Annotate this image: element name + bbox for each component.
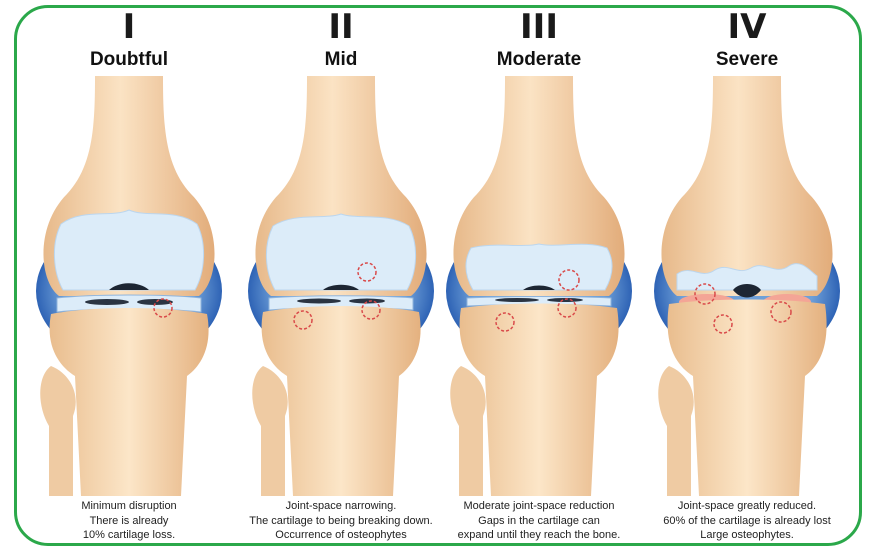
description-line: Large osteophytes. bbox=[641, 528, 853, 543]
stage-numeral: IV bbox=[641, 10, 853, 44]
fibula bbox=[450, 366, 486, 496]
femur bbox=[661, 76, 832, 296]
knee-joint-illustration bbox=[641, 76, 853, 496]
description-line: There is already bbox=[23, 514, 235, 529]
fibula bbox=[252, 366, 288, 496]
stage-description: Joint-space narrowing. The cartilage to … bbox=[235, 499, 447, 543]
stage-numeral: III bbox=[433, 10, 645, 44]
description-line: The cartilage to being breaking down. bbox=[235, 514, 447, 529]
description-line: expand until they reach the bone. bbox=[433, 528, 645, 543]
knee-joint-illustration bbox=[433, 76, 645, 496]
stage-2-panel: II Mid Joint-space narrowing. The cartil… bbox=[235, 8, 447, 546]
stage-title: Moderate bbox=[433, 49, 645, 71]
stage-description: Moderate joint-space reduction Gaps in t… bbox=[433, 499, 645, 543]
knee-joint-illustration bbox=[23, 76, 235, 496]
fibula bbox=[658, 366, 694, 496]
stage-description: Minimum disruption There is already 10% … bbox=[23, 499, 235, 543]
stage-title: Severe bbox=[641, 49, 853, 71]
stage-numeral: II bbox=[235, 10, 447, 44]
joint-space-gap bbox=[85, 299, 129, 305]
femoral-cartilage bbox=[266, 214, 415, 290]
description-line: Joint-space greatly reduced. bbox=[641, 499, 853, 514]
description-line: Moderate joint-space reduction bbox=[433, 499, 645, 514]
stage-3-panel: III Moderate Moderate joint-space reduct… bbox=[433, 8, 645, 546]
joint-space-gap bbox=[495, 298, 539, 302]
description-line: Gaps in the cartilage can bbox=[433, 514, 645, 529]
description-line: Occurrence of osteophytes bbox=[235, 528, 447, 543]
description-line: Minimum disruption bbox=[23, 499, 235, 514]
description-line: 10% cartilage loss. bbox=[23, 528, 235, 543]
stage-numeral: I bbox=[23, 10, 235, 44]
knee-joint-illustration bbox=[235, 76, 447, 496]
stage-title: Doubtful bbox=[23, 49, 235, 71]
stage-4-panel: IV Severe Joint-space greatly reduced. 6… bbox=[641, 8, 853, 546]
fibula bbox=[40, 366, 76, 496]
stage-1-panel: I Doubtful Minimum disruption There is a… bbox=[23, 8, 235, 546]
joint-space-gap bbox=[297, 299, 341, 304]
description-line: Joint-space narrowing. bbox=[235, 499, 447, 514]
stage-description: Joint-space greatly reduced. 60% of the … bbox=[641, 499, 853, 543]
stage-title: Mid bbox=[235, 49, 447, 71]
description-line: 60% of the cartilage is already lost bbox=[641, 514, 853, 529]
knee-osteoarthritis-stages-diagram: I Doubtful Minimum disruption There is a… bbox=[14, 5, 862, 546]
femoral-cartilage bbox=[54, 210, 203, 290]
femoral-cartilage bbox=[466, 244, 612, 290]
